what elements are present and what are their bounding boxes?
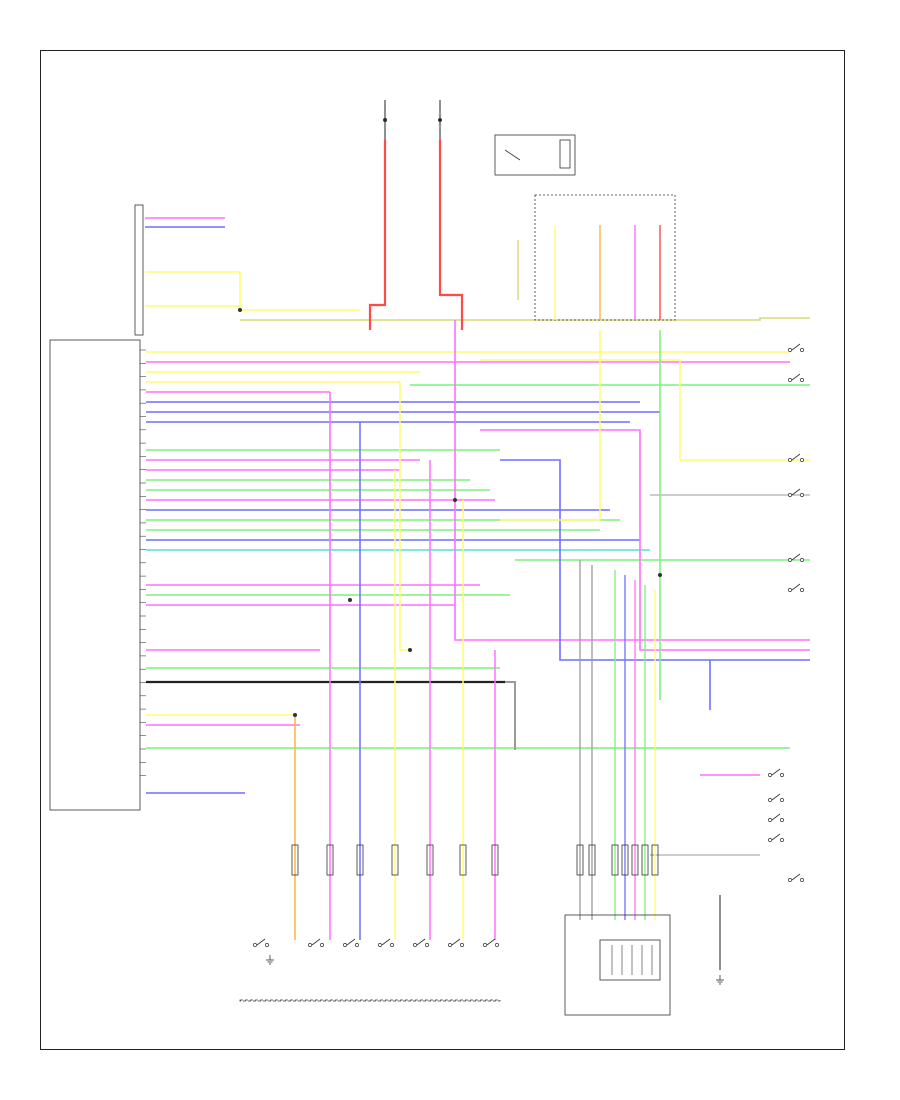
bottom-switch-5-blade bbox=[416, 938, 426, 946]
bottom-switch-4-contact bbox=[390, 943, 394, 947]
wire-olive bbox=[240, 317, 810, 321]
inline-connector bbox=[491, 844, 499, 876]
bottom-switch-3-contact bbox=[343, 943, 347, 947]
inline-connector bbox=[326, 844, 334, 876]
power-relay-box bbox=[494, 134, 576, 176]
bottom-switch-6-contact bbox=[448, 943, 452, 947]
bottom-switch-7-contact bbox=[495, 943, 499, 947]
right-switch-3-contact bbox=[800, 458, 804, 462]
splice-dot bbox=[453, 498, 457, 502]
right-switch-5-blade bbox=[791, 553, 801, 561]
wire-red-feed bbox=[368, 140, 387, 330]
latch-inline-connector bbox=[588, 844, 596, 876]
latch-inline-connector bbox=[621, 844, 629, 876]
right-switch-4-contact bbox=[788, 493, 792, 497]
wire-blue-right bbox=[500, 459, 810, 661]
wire-yellow-bridge bbox=[500, 330, 601, 521]
ambient-switch-4-blade bbox=[771, 833, 781, 841]
inline-connector bbox=[291, 844, 299, 876]
bottom-switch-3-contact bbox=[355, 943, 359, 947]
wire-pink-right bbox=[480, 429, 810, 651]
right-switch-3-blade bbox=[791, 453, 801, 461]
right-switch-3-contact bbox=[788, 458, 792, 462]
bottom-switch-2-contact bbox=[308, 943, 312, 947]
right-bottom-switch-blade bbox=[791, 873, 801, 881]
bottom-switch-1-contact bbox=[253, 943, 257, 947]
wire-pink-right bbox=[454, 320, 810, 641]
relay-contact bbox=[504, 149, 521, 161]
bottom-bracket bbox=[239, 999, 501, 1002]
bottom-switch-5-contact bbox=[425, 943, 429, 947]
inline-connector bbox=[356, 844, 364, 876]
right-switch-6-blade bbox=[791, 583, 801, 591]
ambient-switch-4-contact bbox=[780, 838, 784, 842]
latch-module-box bbox=[564, 914, 671, 1016]
right-bottom-switch-contact bbox=[800, 878, 804, 882]
bottom-switch-5-contact bbox=[413, 943, 417, 947]
latch-inline-connector bbox=[641, 844, 649, 876]
wire-red-feed bbox=[438, 140, 464, 330]
liftgate-module-box bbox=[49, 339, 141, 811]
right-switch-6-contact bbox=[800, 588, 804, 592]
splice-dot bbox=[658, 573, 662, 577]
right-switch-5-contact bbox=[800, 558, 804, 562]
right-switch-4-contact bbox=[800, 493, 804, 497]
wire-yellow bbox=[145, 271, 360, 311]
latch-motor-box bbox=[599, 939, 661, 981]
right-bottom-switch-contact bbox=[788, 878, 792, 882]
inline-connector bbox=[391, 844, 399, 876]
bottom-switch-7-contact bbox=[483, 943, 487, 947]
latch-inline-connector bbox=[651, 844, 659, 876]
ambient-switch-3-contact bbox=[768, 818, 772, 822]
upper-connector-box bbox=[134, 204, 144, 336]
relay-coil bbox=[559, 139, 571, 169]
bottom-switch-2-blade bbox=[311, 938, 321, 946]
wire-yellow-vertical bbox=[399, 382, 410, 651]
bottom-switch-3-blade bbox=[346, 938, 356, 946]
ambient-switch-1-contact bbox=[768, 773, 772, 777]
right-switch-2-blade bbox=[791, 373, 801, 381]
bottom-switch-4-contact bbox=[378, 943, 382, 947]
bottom-switch-6-contact bbox=[460, 943, 464, 947]
inline-connector bbox=[426, 844, 434, 876]
right-switch-2-contact bbox=[788, 378, 792, 382]
right-switch-1-blade bbox=[791, 343, 801, 351]
right-switch-5-contact bbox=[788, 558, 792, 562]
ambient-switch-4-contact bbox=[768, 838, 772, 842]
wire-gray-bundle bbox=[505, 681, 516, 750]
latch-inline-connector bbox=[631, 844, 639, 876]
bottom-switch-6-blade bbox=[451, 938, 461, 946]
latch-inline-connector bbox=[611, 844, 619, 876]
inline-connector bbox=[459, 844, 467, 876]
bottom-switch-1-contact bbox=[265, 943, 269, 947]
right-switch-6-contact bbox=[788, 588, 792, 592]
ambient-switch-3-blade bbox=[771, 813, 781, 821]
ambient-switch-3-contact bbox=[780, 818, 784, 822]
bottom-switch-1-blade bbox=[256, 938, 266, 946]
top-right-connector bbox=[534, 194, 676, 321]
splice-dot bbox=[293, 713, 297, 717]
right-switch-1-contact bbox=[788, 348, 792, 352]
bottom-switch-4-blade bbox=[381, 938, 391, 946]
splice-dot bbox=[348, 598, 352, 602]
bottom-switch-2-contact bbox=[320, 943, 324, 947]
diagram-frame bbox=[40, 50, 845, 1050]
splice-dot bbox=[238, 308, 242, 312]
ambient-switch-2-contact bbox=[768, 798, 772, 802]
right-switch-2-contact bbox=[800, 378, 804, 382]
bottom-switch-7-blade bbox=[486, 938, 496, 946]
right-switch-1-contact bbox=[800, 348, 804, 352]
ambient-switch-2-contact bbox=[780, 798, 784, 802]
wire-yellow-right bbox=[480, 359, 810, 461]
splice-dot bbox=[408, 648, 412, 652]
ambient-switch-1-blade bbox=[771, 768, 781, 776]
latch-inline-connector bbox=[576, 844, 584, 876]
right-switch-4-blade bbox=[791, 488, 801, 496]
ambient-switch-2-blade bbox=[771, 793, 781, 801]
ambient-switch-1-contact bbox=[780, 773, 784, 777]
